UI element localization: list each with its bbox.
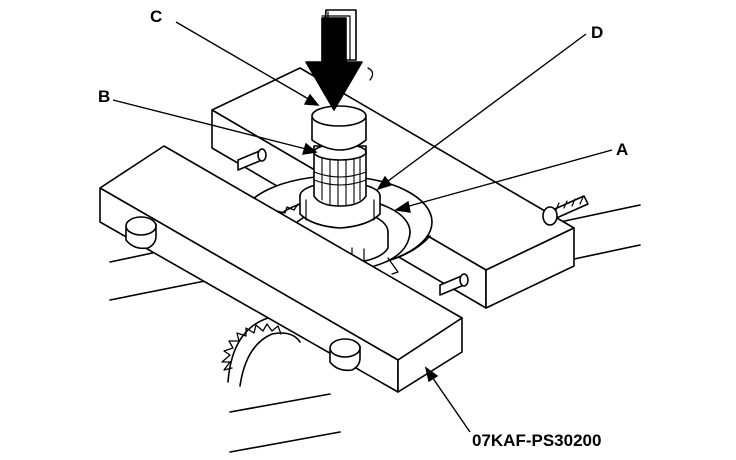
- callout-b: B: [98, 87, 110, 106]
- callout-a: A: [616, 140, 628, 159]
- plate-nuts: [125, 216, 361, 372]
- tool-number-label: 07KAF-PS30200: [472, 431, 601, 450]
- attachment-c: [311, 105, 367, 151]
- callout-c: C: [150, 7, 162, 26]
- front-plate: [99, 145, 463, 393]
- leader-lines: [112, 21, 613, 433]
- tie-rods: [237, 148, 469, 296]
- adjusting-bolt: [542, 195, 589, 226]
- shaft-b: [313, 143, 367, 207]
- press-arrow: [305, 9, 374, 111]
- callout-d: D: [591, 23, 603, 42]
